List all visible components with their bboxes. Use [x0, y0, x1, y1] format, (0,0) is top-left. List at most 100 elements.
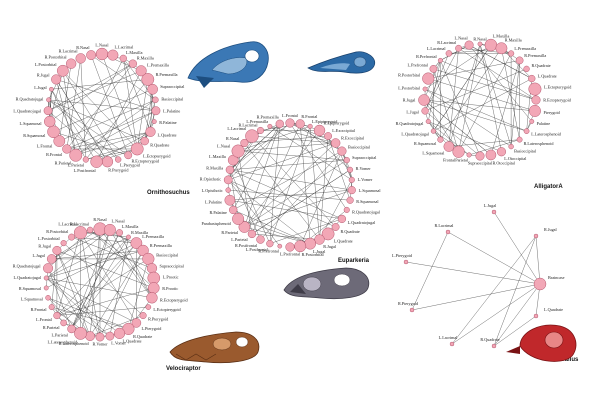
network-edge	[433, 44, 492, 132]
network-edge	[109, 229, 153, 298]
node-label: L.Jugal	[406, 110, 419, 115]
title-ornithosuchus: Ornithosuchus	[147, 190, 190, 196]
network-node	[85, 331, 95, 341]
node-label: L.Lacrimal	[58, 221, 78, 226]
network-node	[131, 318, 142, 328]
network-edge	[448, 43, 481, 147]
network-edge	[411, 283, 541, 311]
network-edge	[428, 60, 441, 122]
network-edge	[66, 110, 156, 150]
network-node	[321, 227, 335, 241]
node-label: L.Pterygoid	[392, 253, 413, 258]
network-node	[95, 47, 109, 61]
node-label: R.Quadrate	[480, 337, 499, 342]
network-node	[95, 332, 105, 342]
network-node	[425, 118, 431, 124]
node-label: R.Maxilla	[505, 38, 522, 43]
node-label: L.Squamosal	[359, 188, 382, 193]
skull-brown-image	[169, 331, 260, 364]
network-node	[531, 95, 541, 105]
network-edge	[244, 142, 320, 240]
node-label: R.Prefrontal	[416, 54, 437, 59]
node-label: R.Jugal	[544, 227, 558, 232]
network-node	[224, 194, 236, 206]
network-edge	[144, 110, 157, 142]
network-edge	[101, 53, 138, 150]
network-node	[107, 49, 119, 61]
network-edge	[260, 150, 343, 240]
node-label: R.Postorbital	[45, 55, 68, 60]
network-node	[304, 237, 316, 250]
network-node	[515, 56, 524, 65]
network-edge	[59, 63, 72, 142]
network-edge	[128, 258, 149, 329]
node-label: R.Squamosal	[356, 199, 379, 204]
network-node	[48, 304, 55, 311]
node-label: R.Squamosal	[19, 286, 42, 291]
node-label: L.Postorbital	[38, 236, 61, 241]
node-label: L.Quadratojugal	[348, 220, 376, 225]
node-label: R.Postorbital	[302, 252, 325, 257]
network-edge	[48, 99, 156, 111]
node-label: L.Ectopterygoid	[143, 153, 171, 158]
node-label: L.Lacrimal	[115, 44, 135, 49]
network-edge	[137, 79, 148, 149]
node-label: L.Otoccipital	[504, 156, 527, 161]
network-node	[266, 240, 274, 248]
node-label: Supraoccipital	[352, 155, 377, 160]
network-edge	[46, 277, 152, 298]
network-node	[45, 295, 51, 301]
network-edge	[244, 123, 280, 228]
node-label: R.Maxilla	[137, 55, 154, 60]
network-node	[343, 157, 350, 164]
network-node	[125, 234, 131, 240]
network-edge	[89, 228, 101, 337]
network-node	[455, 44, 462, 52]
network-node	[533, 233, 539, 239]
node-label: L.Lacrimal	[439, 335, 459, 340]
network-node	[115, 156, 122, 163]
network-edge	[341, 151, 352, 180]
network-edge	[423, 99, 492, 156]
node-label: L.Jugal	[32, 253, 45, 258]
network-node	[337, 214, 346, 223]
node-label: L.Quadratojugal	[401, 132, 429, 137]
network-node	[533, 313, 539, 319]
network-edge	[479, 43, 512, 147]
network-edge	[233, 123, 280, 210]
network-node	[496, 147, 506, 157]
node-label: L.Premaxilla	[514, 46, 536, 51]
network-edge	[75, 131, 151, 156]
network-edge	[458, 48, 537, 101]
network-edge	[440, 48, 502, 140]
network-edge	[269, 126, 311, 244]
network-edge	[51, 89, 97, 162]
network-edge	[244, 159, 347, 228]
node-label: R.Jugal	[323, 244, 337, 249]
network-edge	[251, 169, 351, 235]
network-node	[437, 57, 443, 63]
node-label: R.Nasal	[76, 45, 90, 50]
node-label: R.Vomer	[93, 342, 109, 347]
node-label: L.Maxilla	[493, 34, 510, 39]
network-edge	[269, 123, 280, 244]
node-label: R.Ectopterygoid	[160, 297, 188, 302]
network-node	[82, 156, 89, 163]
network-edge	[440, 60, 537, 101]
network-edge	[56, 236, 129, 316]
network-edge	[90, 55, 129, 156]
network-node	[146, 292, 158, 304]
node-label: R.Pterygoid	[108, 167, 129, 172]
node-label: Frontal	[443, 157, 456, 162]
node-label: L.Laterosphenoid	[531, 132, 562, 137]
network-edge	[56, 79, 156, 111]
network-edge	[47, 297, 111, 337]
node-label: L.Premaxilla	[246, 119, 268, 124]
network-node	[533, 277, 547, 291]
node-label: R.Premaxilla	[156, 72, 178, 77]
network-node	[240, 138, 249, 148]
network-edge	[228, 122, 291, 181]
node-label: L.Lacrimal	[227, 126, 247, 131]
node-label: L.Exoccipital	[332, 128, 356, 133]
